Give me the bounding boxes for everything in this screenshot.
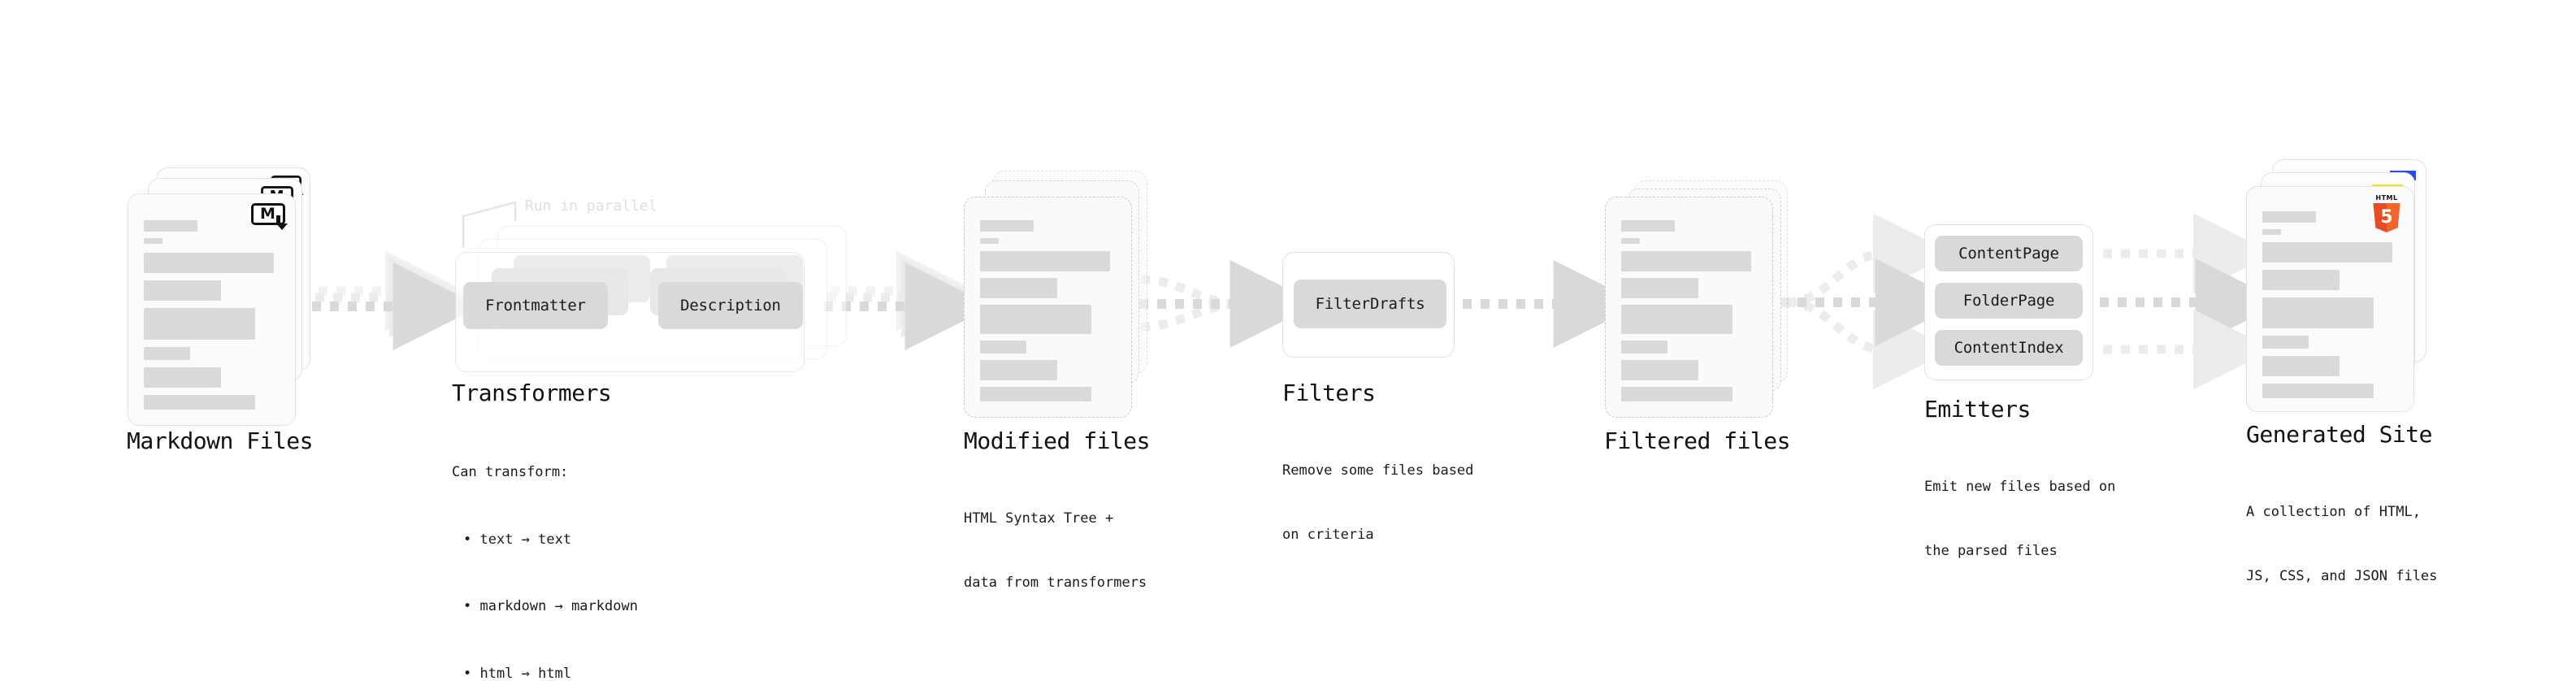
doc-line [144,253,274,273]
doc-line [1621,340,1667,354]
modified-subtitle-line: data from transformers [964,574,1147,591]
stage-title-generated-site: Generated Site [2246,421,2433,448]
stage-subtitle-modified-files: HTML Syntax Tree + data from transformer… [964,465,1147,636]
doc-line [1621,387,1733,401]
connector-filtered-to-emitters [1780,213,1963,390]
transformers-bullet: • markdown → markdown [463,598,638,615]
document-placeholder-lines [980,220,1119,401]
stage-title-markdown-files: Markdown Files [127,427,314,454]
html5-icon-number: 5 [2380,207,2393,228]
doc-line [144,395,256,410]
doc-line [144,347,190,360]
emitter-chip-contentindex[interactable]: ContentIndex [1935,330,2083,366]
doc-line [2262,297,2374,328]
generated-file-card-front[interactable]: HTML 5 [2246,186,2414,412]
doc-line [2262,384,2374,398]
document-placeholder-lines [1621,220,1760,401]
markdown-icon: M [251,203,288,230]
emitters-subtitle-line: the parsed files [1924,542,2058,559]
stage-subtitle-transformers: Can transform: • text → text • markdown … [452,417,638,681]
html5-icon-word: HTML [2375,194,2398,202]
doc-line [2262,229,2281,235]
stage-subtitle-generated-site: A collection of HTML, JS, CSS, and JSON … [2246,458,2437,630]
markdown-icon-letter: M [260,205,275,223]
emitter-chip-folderpage[interactable]: FolderPage [1935,283,2083,319]
emitter-chip-contentpage[interactable]: ContentPage [1935,236,2083,271]
doc-line [144,367,221,388]
transformers-subtitle-line: Can transform: [452,464,569,481]
transformer-chip-description[interactable]: Description [658,282,803,329]
filtered-file-card-front[interactable] [1605,197,1773,418]
filters-subtitle-line: on criteria [1282,526,1374,543]
filters-subtitle-line: Remove some files based [1282,462,1474,479]
doc-line [980,238,999,244]
doc-line [980,220,1034,232]
stage-title-filtered-files: Filtered files [1604,427,1791,454]
document-placeholder-lines [2262,211,2401,398]
doc-line [144,308,256,340]
transformers-bullet-text: html → html [479,665,572,681]
html5-icon-shield: 5 [2373,203,2400,232]
markdown-file-card-front[interactable]: M [128,193,296,426]
doc-line [980,251,1110,271]
modified-subtitle-line: HTML Syntax Tree + [964,510,1114,527]
stage-title-filters: Filters [1282,380,1376,406]
connector-emitters-to-site [2100,213,2283,390]
generated-site-subtitle-line: A collection of HTML, [2246,503,2421,520]
html5-icon: HTML 5 [2370,195,2404,232]
doc-line [1621,360,1698,380]
doc-line [980,387,1092,401]
transformers-bullet: • text → text [463,531,572,548]
doc-line [144,280,221,301]
doc-line [144,238,163,244]
filter-chip-filterdrafts[interactable]: FilterDrafts [1294,280,1446,328]
connector-modified-to-filters [1139,260,1318,348]
transformers-bullet-text: markdown → markdown [479,598,638,615]
run-in-parallel-label: Run in parallel [525,197,657,215]
doc-line [980,360,1057,380]
doc-line [1621,251,1751,271]
doc-line [1621,238,1640,244]
stage-title-transformers: Transformers [452,380,612,406]
doc-line [980,278,1057,298]
doc-line [980,305,1092,334]
stage-subtitle-emitters: Emit new files based on the parsed files [1924,433,2115,605]
modified-file-card-front[interactable] [964,197,1132,418]
emitters-subtitle-line: Emit new files based on [1924,478,2116,495]
document-placeholder-lines [144,220,283,410]
transformers-bullet-text: text → text [479,531,572,548]
doc-line [980,340,1026,354]
doc-line [1621,305,1733,334]
doc-line [1621,220,1675,232]
doc-line [1621,278,1698,298]
stage-title-emitters: Emitters [1924,396,2031,423]
doc-line [2262,356,2340,376]
stage-subtitle-filters: Remove some files based on criteria [1282,417,1473,588]
connector-markdown-to-transformers [312,250,481,350]
transformer-chip-frontmatter[interactable]: Frontmatter [463,282,608,329]
transformers-bullet: • html → html [463,665,572,681]
doc-line [2262,336,2309,349]
doc-line [2262,211,2316,223]
doc-line [2262,242,2392,262]
doc-line [144,220,197,232]
generated-site-subtitle-line: JS, CSS, and JSON files [2246,567,2438,584]
stage-title-modified-files: Modified files [964,427,1151,454]
doc-line [2262,270,2340,290]
